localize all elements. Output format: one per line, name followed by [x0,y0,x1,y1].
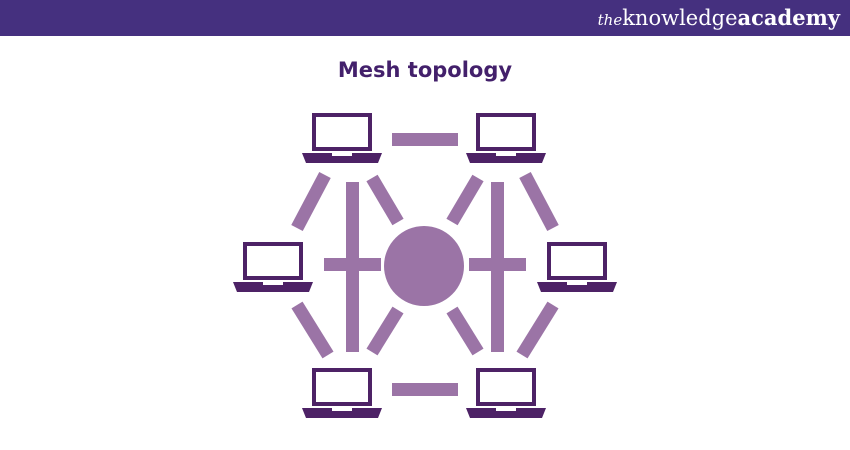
link-top [392,133,458,146]
link-right-lower [516,301,559,359]
link-hub-bl [366,306,404,356]
brand-part1: knowledge [622,6,738,30]
header-bar: theknowledgeacademy [0,0,850,36]
laptop-bottom-right-icon [464,368,548,420]
brand-part2: academy [737,5,840,30]
laptop-top-left-icon [300,113,384,165]
link-hub-br [446,306,484,356]
link-hub-tr [446,174,484,226]
link-bottom [392,383,458,396]
links [291,133,559,396]
laptop-top-right-icon [464,113,548,165]
link-left-upper [291,171,331,232]
link-left-lower [291,301,334,359]
brand-prefix: the [597,11,623,29]
hub-circle [384,226,464,306]
laptop-bottom-left-icon [300,368,384,420]
link-right-upper [519,171,559,232]
brand-logo: theknowledgeacademy [598,5,840,33]
laptop-mid-left-icon [231,242,315,294]
link-right-cross [469,258,526,271]
diagram-title: Mesh topology [337,58,513,82]
link-left-cross [324,258,381,271]
link-hub-tl [366,174,404,226]
laptop-mid-right-icon [535,242,619,294]
